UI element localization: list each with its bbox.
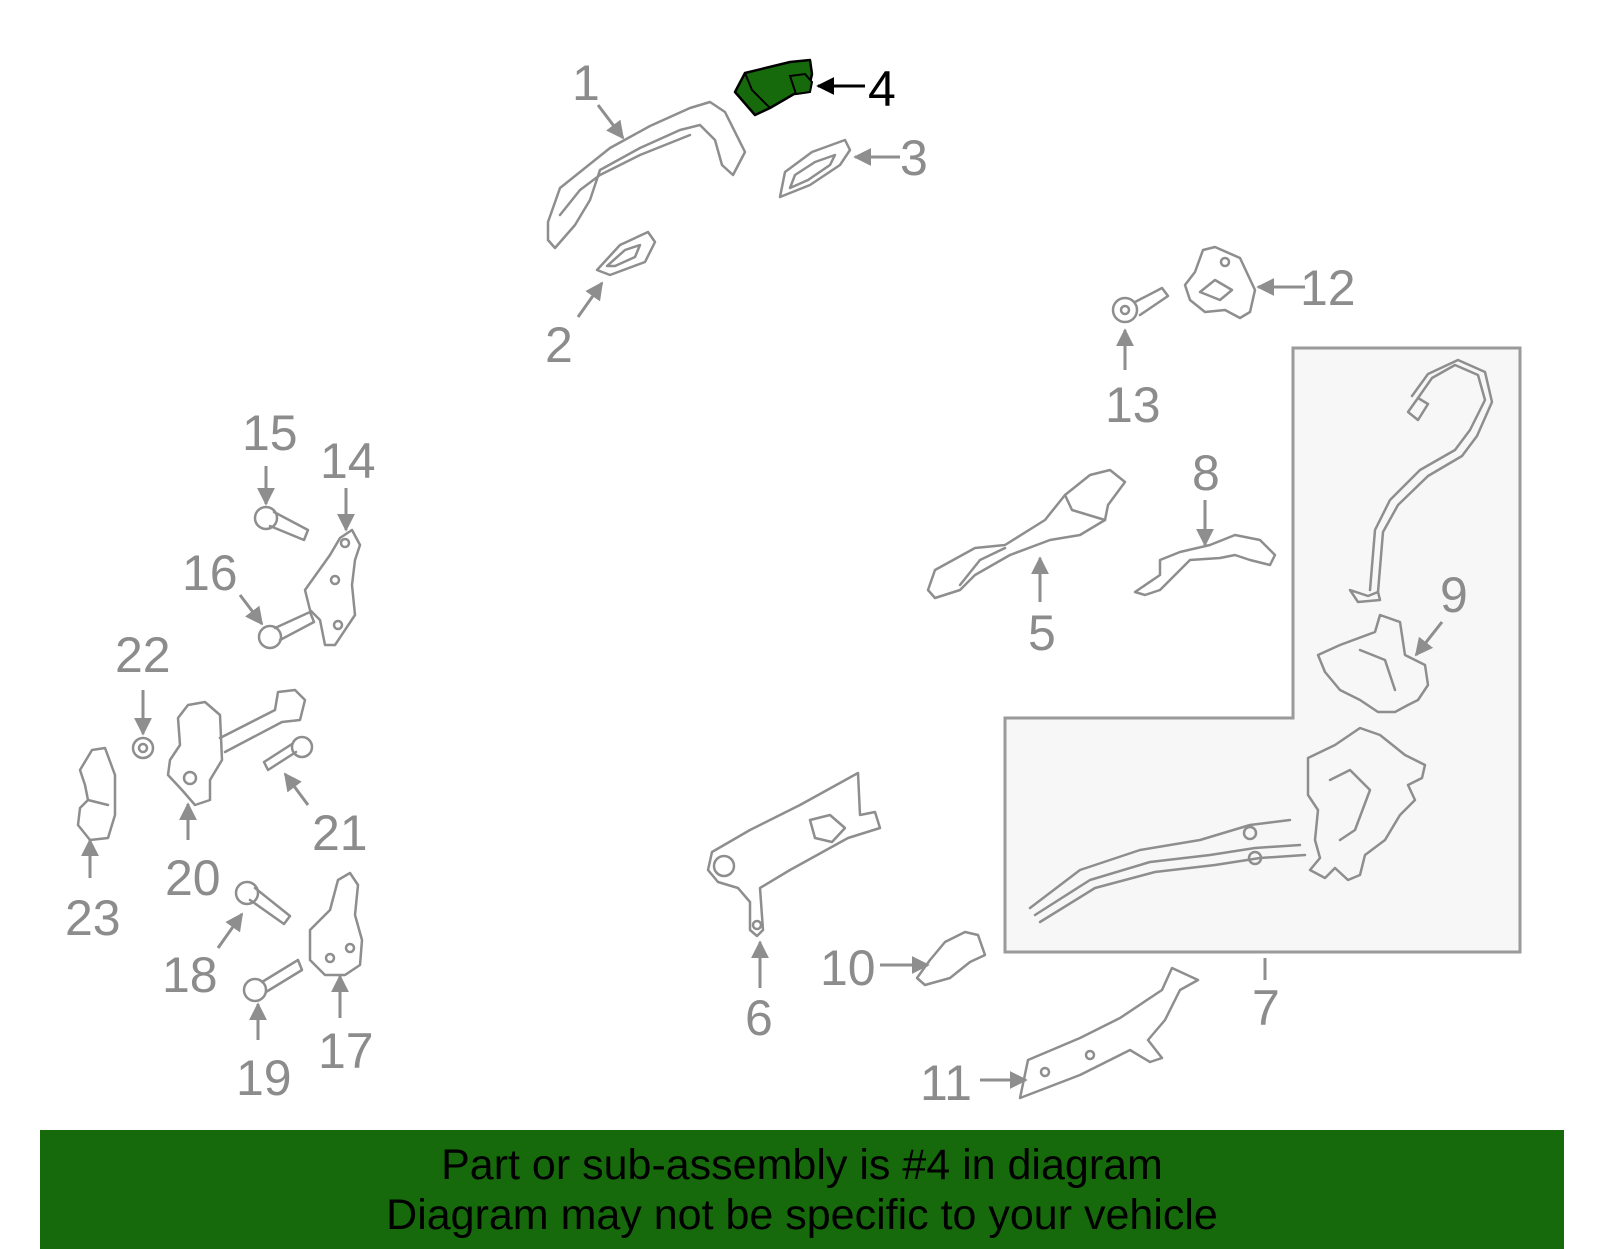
subassembly-box [1003,346,1522,954]
banner-line-2: Diagram may not be specific to your vehi… [386,1191,1218,1239]
callout-16[interactable]: 16 [182,545,238,601]
part-14-hinge [303,528,362,647]
part-2-gasket [595,230,657,277]
part-19-bolt [242,958,304,1003]
callout-21[interactable]: 21 [312,805,368,861]
part-9-cover [1316,613,1430,714]
part-18-bolt [234,880,292,926]
part-11-rod-guard [1018,966,1200,1100]
part-20-door-check [166,688,307,807]
callout-18[interactable]: 18 [162,947,218,1003]
callout-labels: 1 2 3 4 5 6 7 8 9 10 11 12 13 14 15 16 1… [65,55,1468,1111]
callout-23[interactable]: 23 [65,890,121,946]
part-3-gasket [778,138,852,199]
callout-12[interactable]: 12 [1300,260,1356,316]
banner-line-1: Part or sub-assembly is #4 in diagram [441,1141,1163,1189]
part-17-hinge [308,871,364,977]
callout-5[interactable]: 5 [1028,605,1056,661]
part-8-bracket [1133,533,1277,597]
callout-10[interactable]: 10 [820,940,876,996]
part-15-bolt [253,505,310,542]
callout-15[interactable]: 15 [242,405,298,461]
callout-1[interactable]: 1 [572,55,600,111]
info-banner: Part or sub-assembly is #4 in diagram Di… [40,1130,1564,1249]
callout-7[interactable]: 7 [1252,980,1280,1036]
callout-14[interactable]: 14 [320,433,376,489]
cable-assembly [1348,358,1494,604]
callout-17[interactable]: 17 [318,1023,374,1079]
part-7-latch-assembly [1028,726,1427,924]
callout-2[interactable]: 2 [545,317,573,373]
part-1-outer-handle [546,100,747,250]
part-6-inside-handle [706,771,882,938]
part-21-bolt [262,735,314,772]
callout-4[interactable]: 4 [868,61,896,117]
callout-8[interactable]: 8 [1192,445,1220,501]
part-13-screw [1111,286,1170,324]
callout-9[interactable]: 9 [1440,567,1468,623]
callout-22[interactable]: 22 [115,627,171,683]
callout-19[interactable]: 19 [236,1050,292,1106]
callout-20[interactable]: 20 [165,850,221,906]
part-16-bolt [257,610,316,650]
callout-3[interactable]: 3 [900,130,928,186]
callout-11[interactable]: 11 [920,1055,972,1111]
part-23-cover [76,746,117,842]
part-12-striker [1183,245,1257,320]
part-5-reinforcement [926,468,1127,600]
callout-13[interactable]: 13 [1105,377,1161,433]
leader-lines [81,77,1444,1089]
part-22-nut [131,736,155,760]
callout-6[interactable]: 6 [745,990,773,1046]
part-4-highlighted [733,58,814,117]
part-10-clip [915,930,987,987]
